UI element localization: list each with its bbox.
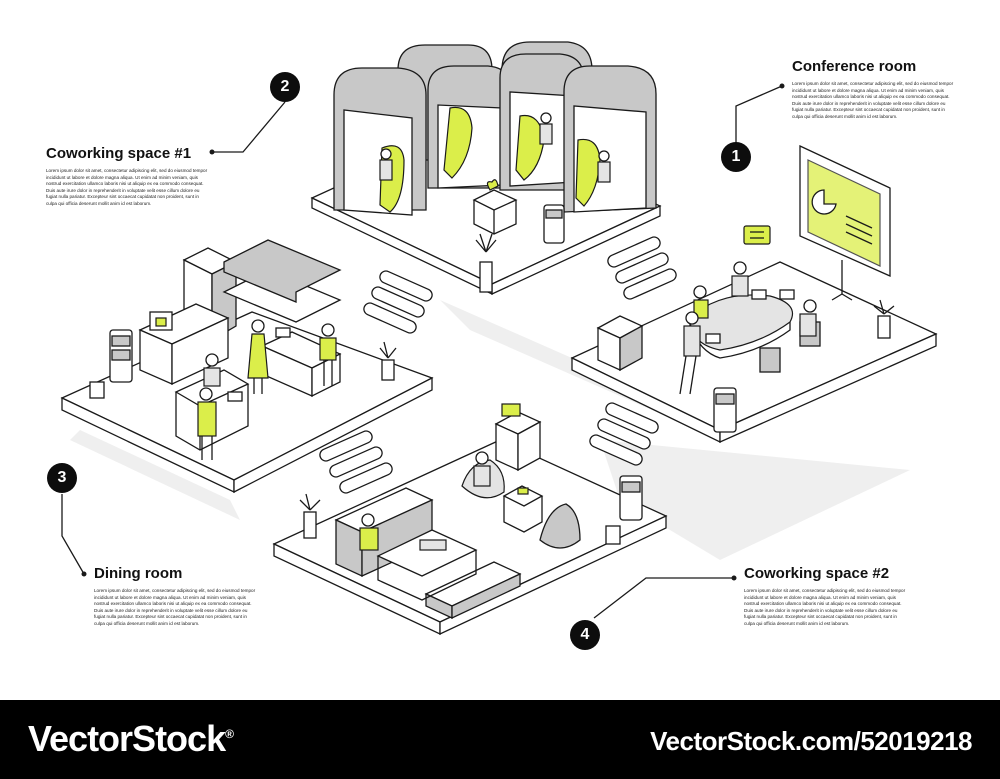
marker-1: 1	[721, 142, 751, 172]
conference-room-description: Lorem ipsum dolor sit amet, consectetur …	[792, 81, 954, 119]
coworking-space-2-label: Coworking space #2 Lorem ipsum dolor sit…	[744, 565, 909, 628]
marker-2: 2	[270, 72, 300, 102]
isometric-illustration: .ln { stroke: #1a1a1a; stroke-width: 1.3…	[60, 41, 938, 636]
watermark-footer: VectorStock® VectorStock.com/52019218	[0, 700, 1000, 779]
coworking-space-2-description: Lorem ipsum dolor sit amet, consectetur …	[744, 588, 906, 626]
coworking-space-2-title: Coworking space #2	[744, 565, 890, 582]
coworking-space-1-label: Coworking space #1 Lorem ipsum dolor sit…	[46, 145, 211, 208]
floor-shadow	[70, 430, 240, 520]
stairs	[319, 236, 677, 494]
conference-room-title: Conference room	[792, 58, 917, 75]
coworking-space-1-title: Coworking space #1	[46, 145, 192, 162]
marker-3: 3	[47, 463, 77, 493]
marker-4: 4	[570, 620, 600, 650]
brand-text: VectorStock	[28, 718, 226, 759]
coworking-space-1-description: Lorem ipsum dolor sit amet, consectetur …	[46, 168, 208, 206]
isometric-scene: .ln { stroke: #1a1a1a; stroke-width: 1.3…	[60, 41, 938, 636]
conference-platform	[570, 144, 938, 444]
coworking-pods-platform	[310, 41, 662, 296]
vectorstock-logo: VectorStock®	[28, 718, 234, 760]
dining-platform	[60, 239, 434, 494]
conference-room-label: Conference room Lorem ipsum dolor sit am…	[792, 58, 956, 121]
floor-shadow	[600, 440, 910, 560]
asset-id: VectorStock.com/52019218	[650, 726, 972, 756]
leader-lines	[61, 83, 785, 619]
dining-room-label: Dining room Lorem ipsum dolor sit amet, …	[94, 565, 259, 628]
dining-room-title: Dining room	[94, 565, 183, 582]
registered-mark: ®	[225, 727, 234, 741]
lounge-platform	[272, 403, 668, 636]
phone-booth-pods	[333, 41, 657, 216]
dining-room-description: Lorem ipsum dolor sit amet, consectetur …	[94, 588, 256, 626]
